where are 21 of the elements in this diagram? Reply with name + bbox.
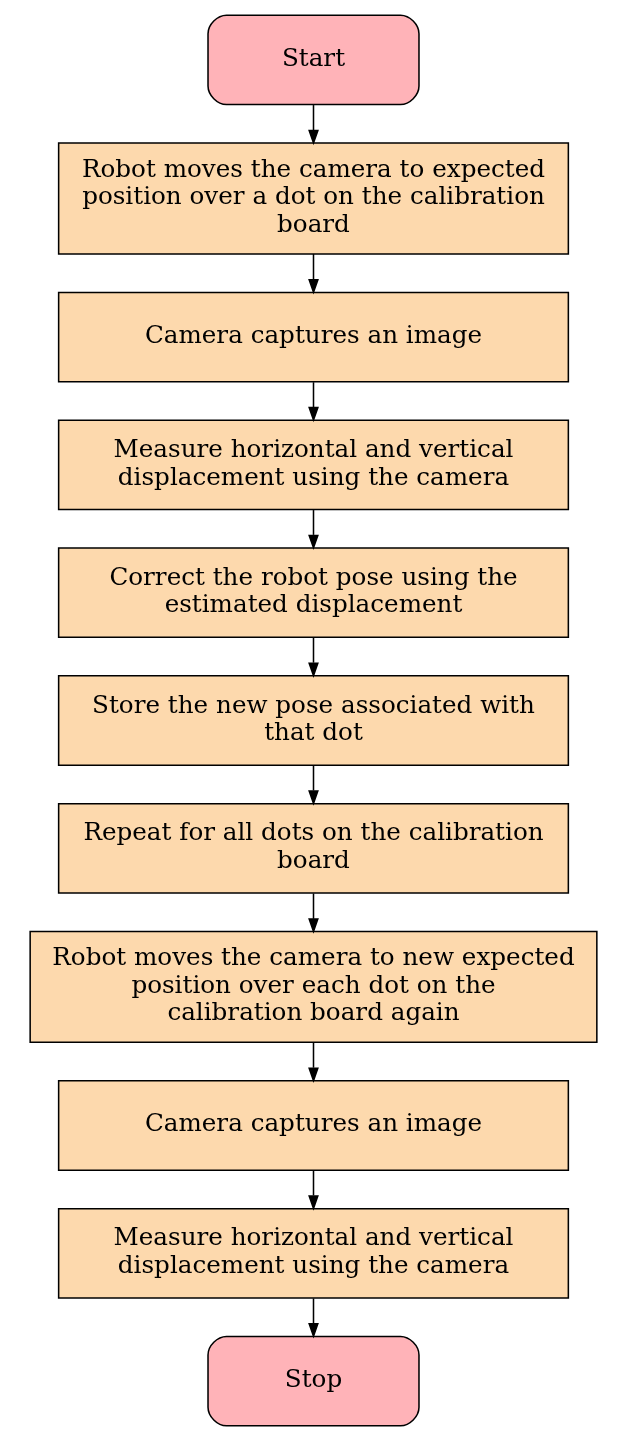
arrow xyxy=(307,1169,319,1211)
node-box: Start xyxy=(206,14,420,106)
arrow xyxy=(307,1041,319,1083)
node-box: Repeat for all dots on the calibration board xyxy=(57,802,569,894)
node-box: Camera captures an image xyxy=(57,1080,569,1171)
arrow xyxy=(307,892,319,934)
node-box: Measure horizontal and vertical displacement using the camera xyxy=(57,1207,569,1299)
node-box: Measure horizontal and vertical displacement using the camera xyxy=(57,419,569,511)
arrow xyxy=(307,637,319,678)
node-box: Store the new pose associated with that dot xyxy=(57,675,569,766)
arrow xyxy=(307,381,319,423)
arrow xyxy=(307,509,319,551)
arrow xyxy=(307,104,319,146)
arrow xyxy=(307,253,319,295)
node-box: Camera captures an image xyxy=(57,291,569,383)
node-box: Robot moves the camera to new expected position over each dot on the calibration board again xyxy=(28,930,598,1044)
arrow xyxy=(307,1297,319,1339)
node-box: Stop xyxy=(206,1335,420,1427)
arrow xyxy=(307,764,319,806)
node-box: Robot moves the camera to expected position over a dot on the calibration board xyxy=(57,142,569,255)
node-box: Correct the robot pose using the estimated displacement xyxy=(57,547,569,639)
